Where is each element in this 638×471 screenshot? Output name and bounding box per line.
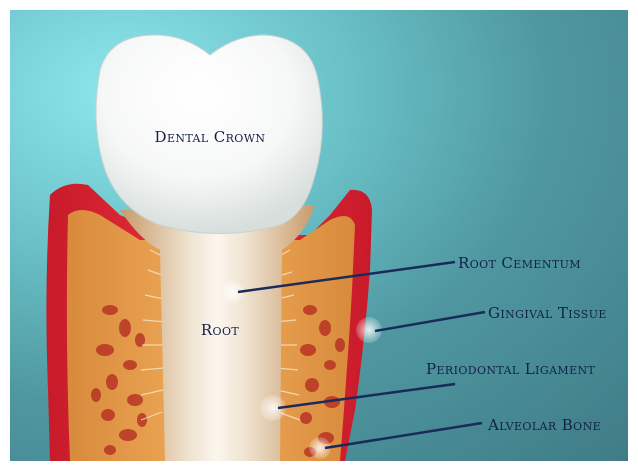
tooth-illustration: Dental Crown Root Root Cementum Gingival…: [10, 10, 628, 461]
label-gingival-tissue: Gingival Tissue: [488, 304, 607, 322]
tooth-anatomy-diagram: Dental Crown Root Root Cementum Gingival…: [10, 10, 628, 461]
label-periodontal-ligament: Periodontal Ligament: [426, 360, 596, 378]
label-root: Root: [201, 321, 240, 339]
label-dental-crown: Dental Crown: [155, 128, 266, 146]
leader-gingival-tissue: [375, 312, 485, 331]
label-root-cementum: Root Cementum: [458, 254, 581, 272]
label-alveolar-bone: Alveolar Bone: [487, 416, 601, 434]
